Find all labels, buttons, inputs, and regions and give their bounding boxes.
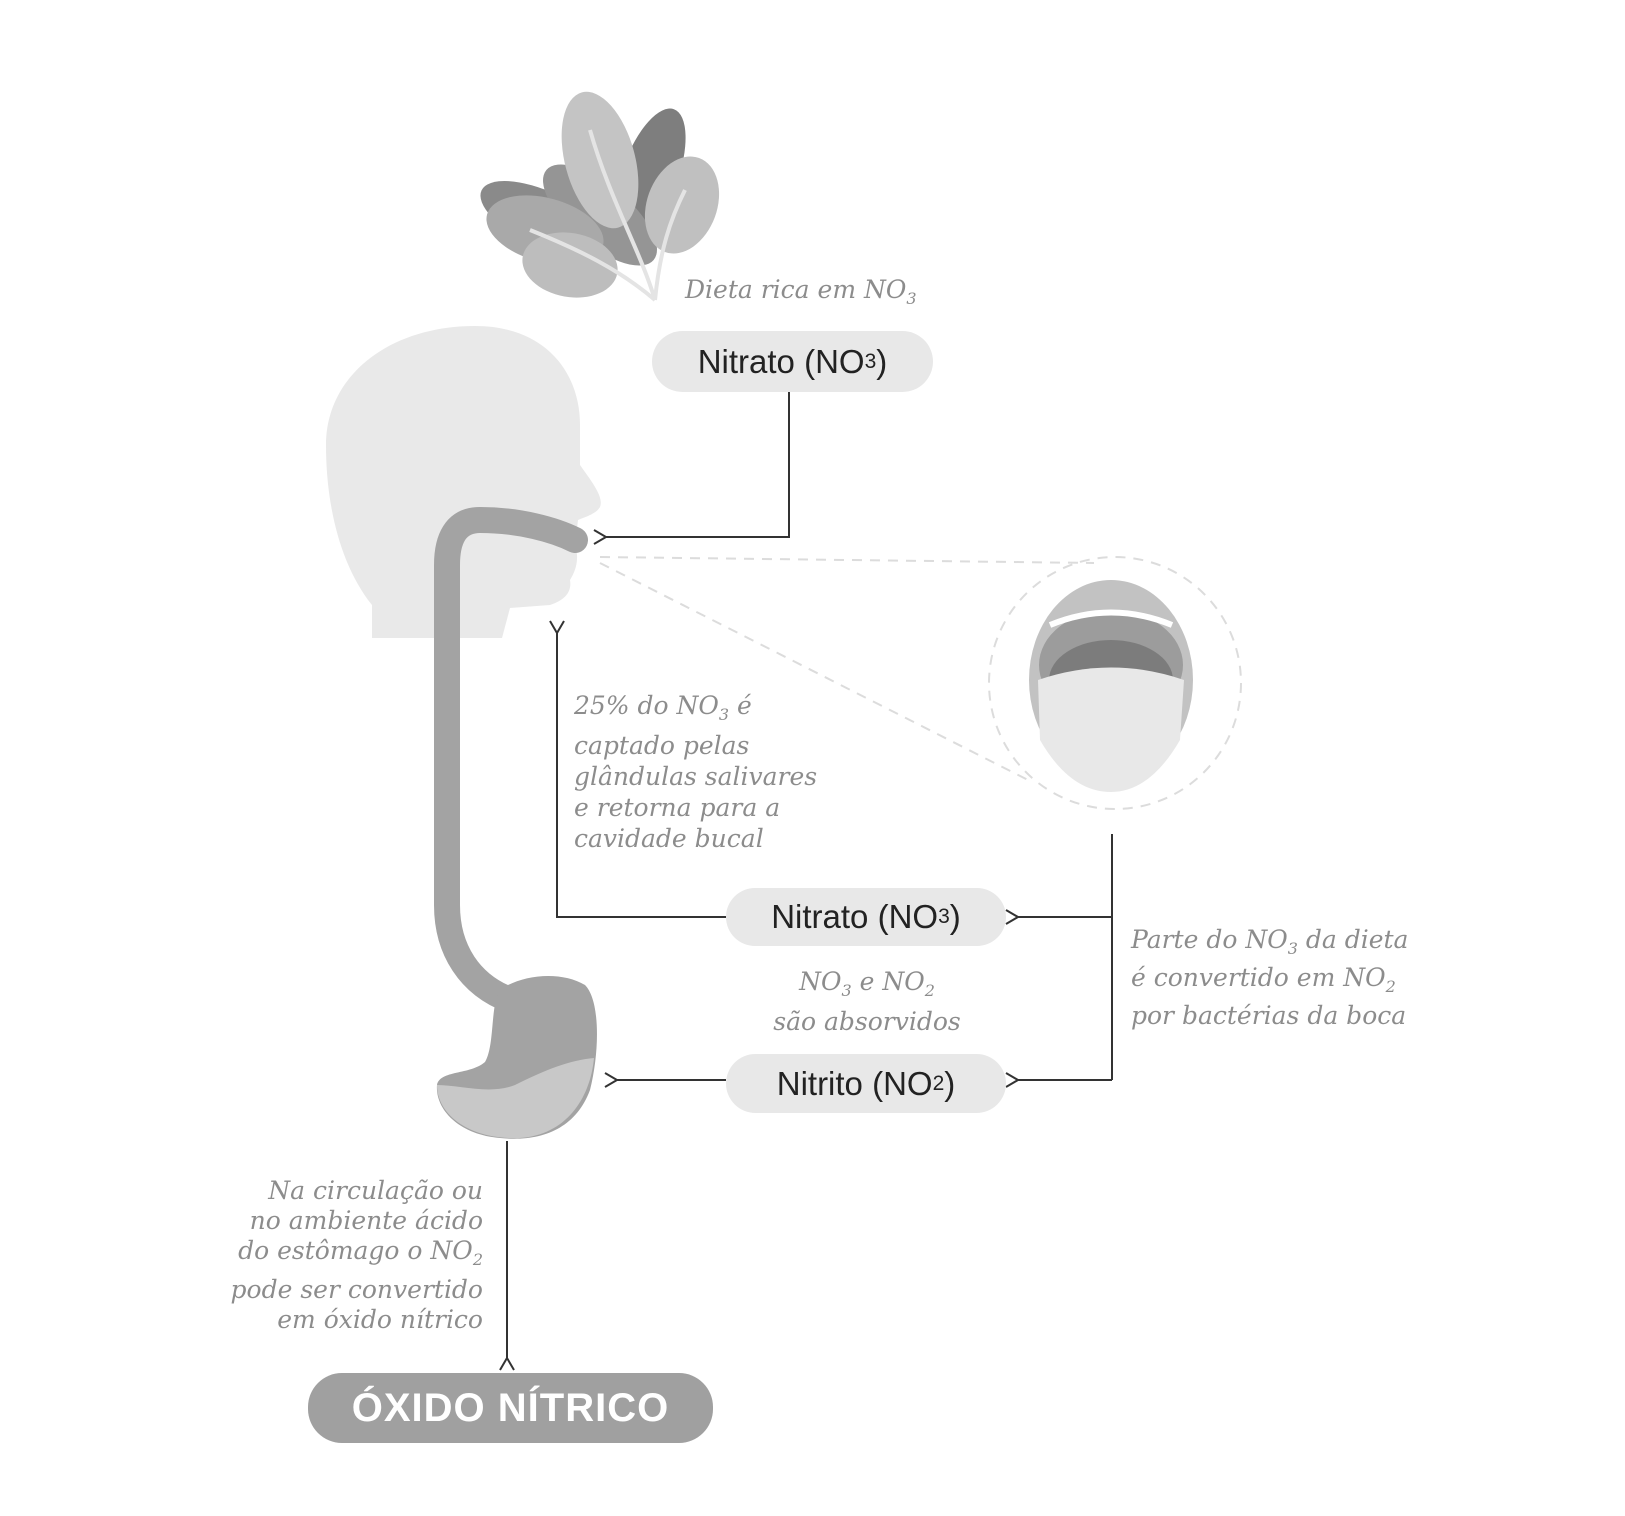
mouth-zoom-callout [599, 556, 1242, 810]
note-line: 25% do NO3 é [574, 690, 817, 730]
note-text: é [729, 691, 752, 720]
note-line: do estômago o NO2 [231, 1236, 483, 1275]
pill-sub: 3 [864, 349, 877, 373]
note-text: do estômago o NO [238, 1236, 473, 1265]
note-line: glândulas salivares [574, 762, 818, 791]
note-line: e retorna para a [574, 793, 781, 822]
pill-text: Nitrato (NO [771, 898, 939, 935]
stomach-icon [436, 975, 597, 1139]
note-line: no ambiente ácido [249, 1206, 483, 1235]
note-text: é convertido em NO [1131, 963, 1386, 992]
diet-label-text: Dieta rica em NO [685, 275, 907, 304]
note-line: captado pelas [574, 731, 750, 760]
esophagus [434, 506, 588, 1013]
arrow-salivary-return [549, 620, 726, 918]
bacteria-note: Parte do NO3 da dieta é convertido em NO… [1131, 925, 1408, 1030]
pill-close: ) [944, 1064, 956, 1102]
nitric-oxide-badge: ÓXIDO NÍTRICO [308, 1373, 713, 1443]
salivary-note: 25% do NO3 é captado pelas glândulas sal… [574, 690, 817, 854]
note-line: cavidade bucal [574, 824, 764, 853]
spinach-leaves-icon [480, 91, 720, 302]
arrow-to-mouth [593, 392, 790, 545]
note-text: NO [799, 967, 842, 996]
open-mouth-icon [1029, 580, 1193, 792]
note-sub: 3 [841, 981, 852, 1000]
note-line: pode ser convertido [230, 1275, 483, 1304]
pill-close: ) [876, 342, 888, 380]
pill-text: Nitrito (NO [776, 1064, 933, 1102]
pill-sub: 2 [932, 1071, 945, 1095]
note-sub: 2 [924, 981, 935, 1000]
connectors [499, 392, 1113, 1371]
note-text: da dieta [1297, 925, 1409, 954]
note-line: é convertido em NO2 [1131, 963, 1408, 1001]
pill-text: Nitrato (NO [697, 342, 865, 380]
head-silhouette [326, 326, 601, 638]
diet-label: Dieta rica em NO3 [685, 274, 917, 314]
note-line: são absorvidos [773, 1007, 961, 1036]
note-line: Na circulação ou [268, 1176, 483, 1205]
note-line: em óxido nítrico [277, 1305, 483, 1334]
diet-label-sub: 3 [906, 289, 917, 308]
note-line: por bactérias da boca [1131, 1001, 1407, 1030]
note-line: NO3 e NO2 [747, 966, 987, 1006]
note-sub: 2 [472, 1250, 483, 1269]
note-text: Parte do NO [1131, 925, 1288, 954]
pill-sub: 3 [938, 905, 950, 928]
note-text: 25% do NO [574, 691, 719, 720]
absorbed-note: NO3 e NO2 são absorvidos [747, 966, 987, 1037]
note-sub: 3 [1287, 939, 1298, 958]
pill-close: ) [949, 898, 961, 935]
note-sub: 3 [718, 705, 730, 724]
note-line: Parte do NO3 da dieta [1131, 925, 1408, 963]
note-text: e NO [851, 967, 925, 996]
stomach-note: Na circulação ou no ambiente ácido do es… [231, 1176, 483, 1335]
note-sub: 2 [1385, 977, 1396, 996]
